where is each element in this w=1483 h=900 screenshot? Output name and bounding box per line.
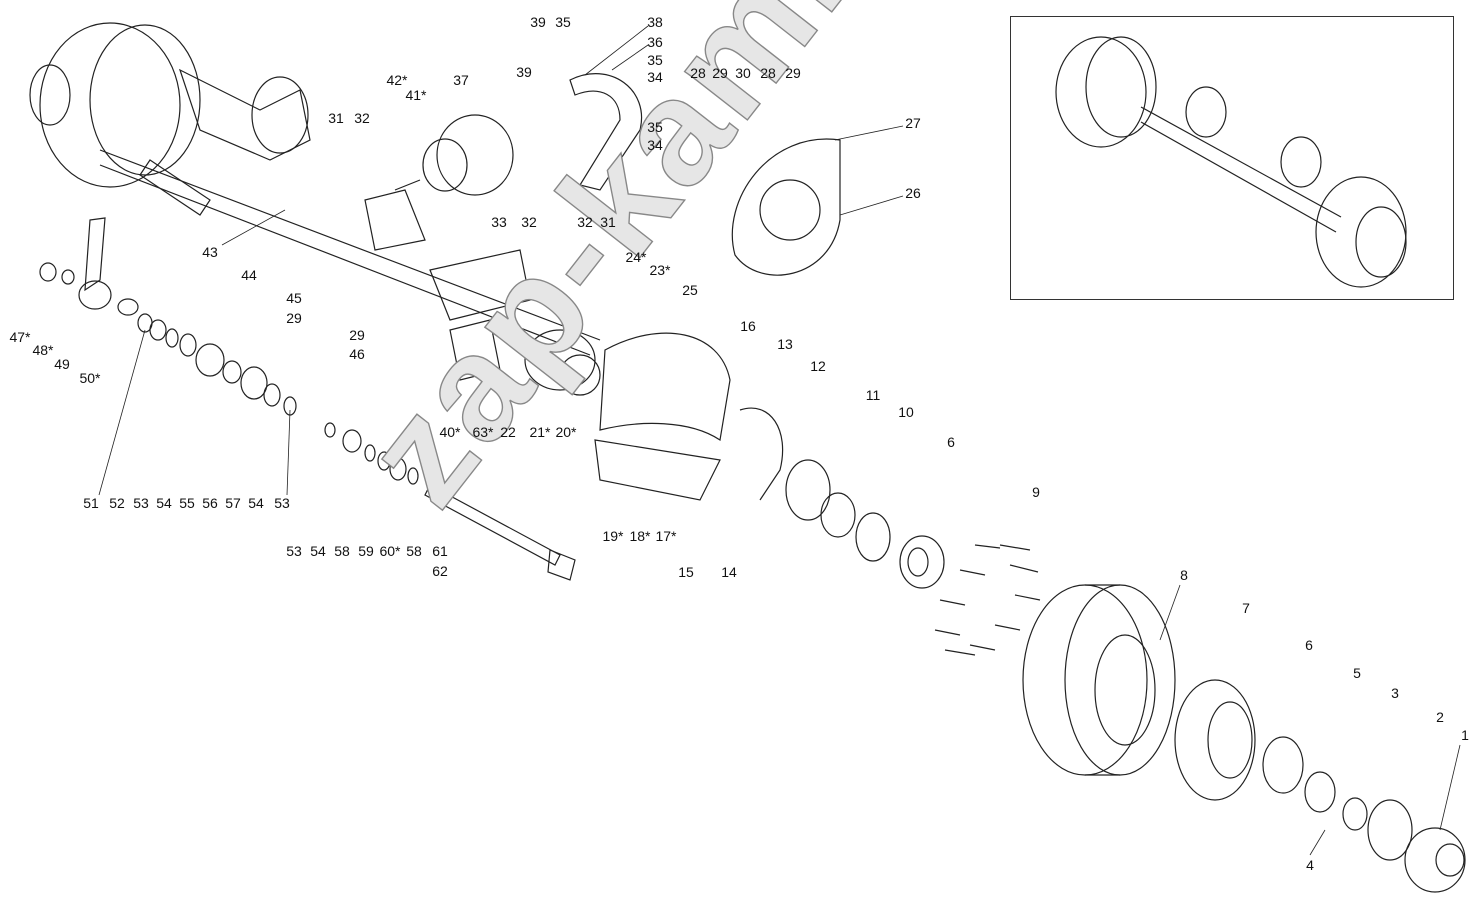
callout-label: 55: [179, 495, 195, 511]
callout-label: 49: [54, 356, 70, 372]
callout-label: 38: [647, 14, 663, 30]
callout-label: 42*: [386, 72, 408, 88]
callout-label: 20*: [555, 424, 577, 440]
callout-label: 41*: [405, 87, 427, 103]
callout-label: 59: [358, 543, 374, 559]
callout-label: 37: [453, 72, 469, 88]
callout-label: 29: [712, 65, 728, 81]
callout-label: 28: [760, 65, 776, 81]
callout-label: 6: [947, 434, 955, 450]
callout-label: 10: [898, 404, 914, 420]
callout-label: 30: [735, 65, 751, 81]
callout-label: 13: [777, 336, 793, 352]
callout-label: 53: [274, 495, 290, 511]
callout-label: 8: [1180, 567, 1188, 583]
callout-label: 54: [248, 495, 264, 511]
callout-label: 31: [328, 110, 344, 126]
callout-label: 39: [530, 14, 546, 30]
callout-label: 21*: [529, 424, 551, 440]
callout-label: 7: [1242, 600, 1250, 616]
callout-label: 16: [740, 318, 756, 334]
callout-label: 48*: [32, 342, 54, 358]
callout-label: 54: [310, 543, 326, 559]
callout-label: 23*: [649, 262, 671, 278]
callout-label: 14: [721, 564, 737, 580]
callout-label: 53: [286, 543, 302, 559]
callout-label: 61: [432, 543, 448, 559]
callout-label: 15: [678, 564, 694, 580]
callout-label: 47*: [9, 329, 31, 345]
clamp-bracket: [569, 73, 643, 191]
callout-label: 45: [286, 290, 302, 306]
callout-label: 34: [647, 137, 663, 153]
callout-label: 27: [905, 115, 921, 131]
callout-label: 2: [1436, 709, 1444, 725]
callout-label: 28: [690, 65, 706, 81]
callout-label: 35: [647, 52, 663, 68]
assembled-axle-drawing: [1055, 36, 1407, 288]
callout-label: 31: [600, 214, 616, 230]
callout-label: 39: [516, 64, 532, 80]
camshaft: [324, 422, 576, 581]
callout-label: 58: [406, 543, 422, 559]
callout-label: 60*: [379, 543, 401, 559]
callout-label: 24*: [625, 249, 647, 265]
callout-label: 18*: [629, 528, 651, 544]
hub-rings: [785, 459, 945, 589]
axle-assembly-left: [29, 22, 601, 396]
brake-drum: [1022, 584, 1176, 776]
callout-label: 50*: [79, 370, 101, 386]
brake-shoes: [594, 332, 784, 501]
callout-label: 25: [682, 282, 698, 298]
callout-label: 26: [905, 185, 921, 201]
dust-shield: [731, 138, 841, 276]
callout-label: 34: [647, 69, 663, 85]
leader-lines: [98, 25, 1461, 856]
wheel-studs: [934, 544, 1041, 656]
callout-label: 32: [577, 214, 593, 230]
callout-label: 22: [500, 424, 516, 440]
callout-label: 36: [647, 34, 663, 50]
callout-label: 3: [1391, 685, 1399, 701]
wheel-hub: [1174, 679, 1466, 893]
callout-label: 56: [202, 495, 218, 511]
callout-label: 63*: [472, 424, 494, 440]
callout-label: 53: [133, 495, 149, 511]
callout-label: 1: [1461, 727, 1469, 743]
callout-label: 9: [1032, 484, 1040, 500]
callout-label: 35: [555, 14, 571, 30]
callout-label: 4: [1306, 857, 1314, 873]
slack-adjuster-parts: [39, 217, 297, 416]
callout-label: 40*: [439, 424, 461, 440]
callout-label: 11: [865, 387, 881, 403]
callout-label: 51: [83, 495, 99, 511]
callout-label: 54: [156, 495, 172, 511]
callout-label: 33: [491, 214, 507, 230]
callout-label: 57: [225, 495, 241, 511]
callout-label: 12: [810, 358, 826, 374]
callout-label: 6: [1305, 637, 1313, 653]
callout-label: 58: [334, 543, 350, 559]
callout-label: 29: [785, 65, 801, 81]
callout-label: 52: [109, 495, 125, 511]
callout-label: 32: [521, 214, 537, 230]
callout-label: 29: [349, 327, 365, 343]
brake-chamber: [364, 114, 514, 251]
callout-label: 5: [1353, 665, 1361, 681]
callout-label: 44: [241, 267, 257, 283]
callout-label: 29: [286, 310, 302, 326]
callout-label: 17*: [655, 528, 677, 544]
callout-label: 35: [647, 119, 663, 135]
callout-label: 43: [202, 244, 218, 260]
assembled-axle-inset: [1010, 16, 1454, 300]
callout-label: 19*: [602, 528, 624, 544]
callout-label: 46: [349, 346, 365, 362]
callout-label: 32: [354, 110, 370, 126]
callout-label: 62: [432, 563, 448, 579]
